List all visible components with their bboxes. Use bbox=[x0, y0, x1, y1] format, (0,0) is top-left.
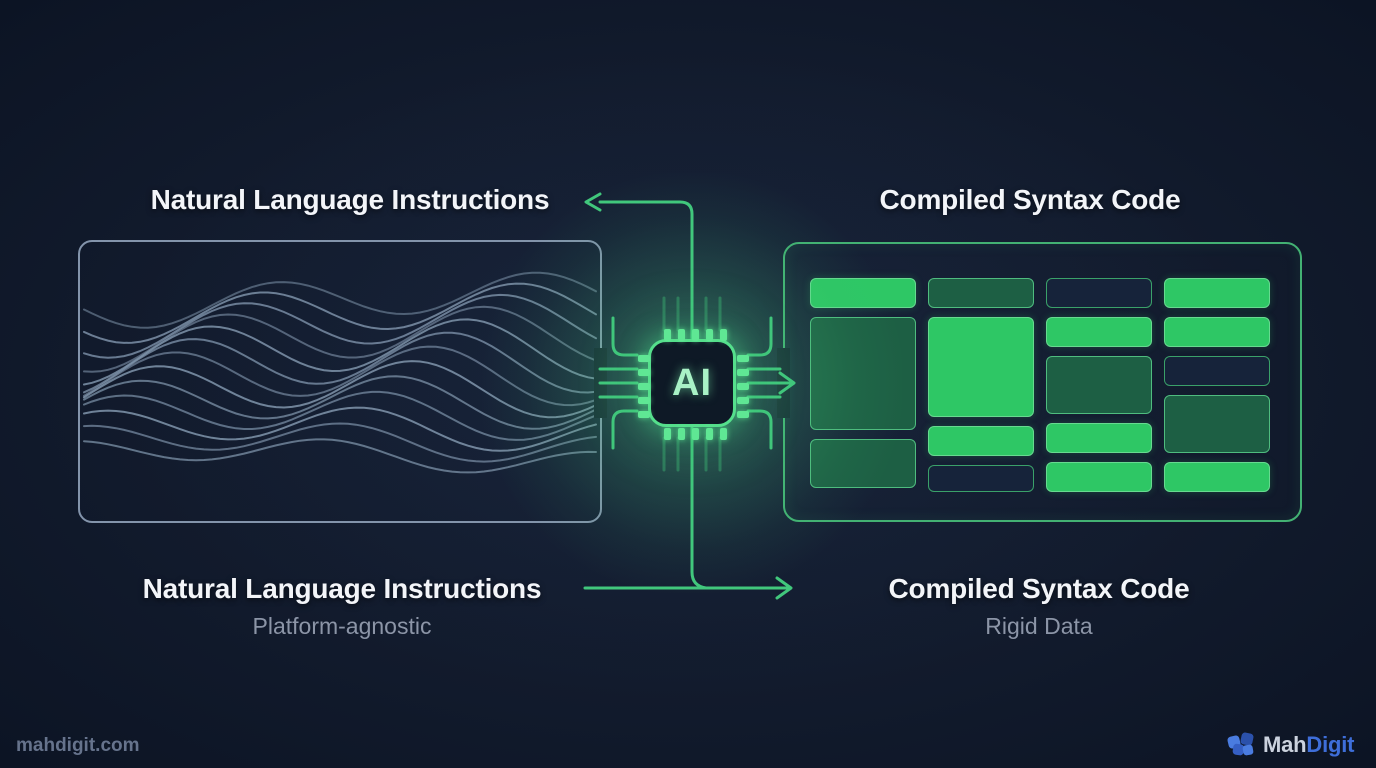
wave-line bbox=[83, 282, 597, 344]
sound-waves-graphic bbox=[83, 271, 597, 474]
chip-pin bbox=[737, 396, 749, 404]
trace-to-left-title bbox=[598, 200, 694, 340]
wave-line bbox=[83, 305, 597, 373]
brand-name-first: Mah bbox=[1263, 732, 1307, 757]
wave-line bbox=[83, 345, 597, 407]
natural-language-panel bbox=[78, 240, 602, 523]
code-block-grid bbox=[810, 278, 1270, 492]
code-block-column bbox=[810, 278, 916, 492]
code-block bbox=[1046, 462, 1152, 492]
code-block bbox=[1164, 462, 1270, 492]
code-block bbox=[928, 465, 1034, 492]
right-panel-border-gap bbox=[777, 348, 790, 418]
ai-chip-label: AI bbox=[672, 361, 712, 404]
chip-pin bbox=[638, 396, 650, 404]
chip-pin bbox=[737, 354, 749, 362]
chip-pin bbox=[638, 382, 650, 390]
wave-line bbox=[83, 422, 597, 463]
chip-pin bbox=[705, 428, 713, 440]
wave-line bbox=[83, 438, 597, 474]
code-block bbox=[810, 317, 916, 430]
chip-pin bbox=[705, 329, 713, 341]
right-caption-subtitle: Rigid Data bbox=[985, 613, 1093, 639]
chip-pin bbox=[638, 354, 650, 362]
right-top-title: Compiled Syntax Code bbox=[879, 184, 1181, 215]
code-block bbox=[928, 278, 1034, 308]
code-block bbox=[810, 278, 916, 308]
code-block bbox=[1164, 317, 1270, 347]
code-block bbox=[1164, 356, 1270, 386]
website-url: mahdigit.com bbox=[16, 735, 140, 756]
left-top-title: Natural Language Instructions bbox=[150, 184, 550, 215]
code-block bbox=[810, 439, 916, 488]
code-block bbox=[1164, 278, 1270, 308]
compiled-code-panel bbox=[783, 242, 1302, 522]
code-block bbox=[1046, 317, 1152, 347]
code-block-column bbox=[1046, 278, 1152, 492]
chip-pin bbox=[663, 329, 671, 341]
left-panel-border-gap bbox=[594, 348, 607, 418]
chip-pin bbox=[638, 368, 650, 376]
chip-pin bbox=[663, 428, 671, 440]
brand-lockup: MahDigit bbox=[1226, 731, 1354, 759]
wave-line bbox=[83, 293, 597, 359]
code-block bbox=[1164, 395, 1270, 453]
wave-line bbox=[83, 331, 597, 394]
chip-pin bbox=[719, 428, 727, 440]
right-caption-title: Compiled Syntax Code bbox=[888, 573, 1190, 604]
chip-pin bbox=[719, 329, 727, 341]
trace-right-1 bbox=[746, 316, 773, 357]
chip-pin bbox=[638, 410, 650, 418]
chip-pin bbox=[677, 329, 685, 341]
brand-name: MahDigit bbox=[1263, 732, 1354, 758]
left-caption-subtitle: Platform-agnostic bbox=[252, 613, 432, 639]
code-block bbox=[1046, 356, 1152, 414]
trace-left-1 bbox=[611, 316, 639, 357]
wave-line bbox=[83, 318, 597, 386]
chip-pin bbox=[737, 410, 749, 418]
code-block-column bbox=[928, 278, 1034, 492]
code-block bbox=[1046, 278, 1152, 308]
wave-line bbox=[83, 390, 597, 441]
code-block bbox=[1046, 423, 1152, 453]
code-block-column bbox=[1164, 278, 1270, 492]
wave-line bbox=[83, 375, 597, 430]
left-caption-title: Natural Language Instructions bbox=[142, 573, 542, 604]
chip-pin bbox=[677, 428, 685, 440]
chip-pin bbox=[691, 428, 699, 440]
wave-line bbox=[83, 271, 597, 329]
brand-name-second: Digit bbox=[1306, 732, 1355, 757]
chip-pin bbox=[737, 382, 749, 390]
chip-pin bbox=[737, 368, 749, 376]
wave-line bbox=[83, 406, 597, 452]
mahdigit-logo-icon bbox=[1227, 732, 1254, 756]
trace-left-5 bbox=[611, 409, 639, 450]
wave-line bbox=[83, 360, 597, 419]
trace-from-chip-bottom bbox=[690, 426, 708, 590]
code-block bbox=[928, 426, 1034, 456]
trace-right-5 bbox=[746, 409, 773, 450]
ai-chip: AI bbox=[638, 329, 749, 440]
code-block bbox=[928, 317, 1034, 417]
chip-pin bbox=[691, 329, 699, 341]
